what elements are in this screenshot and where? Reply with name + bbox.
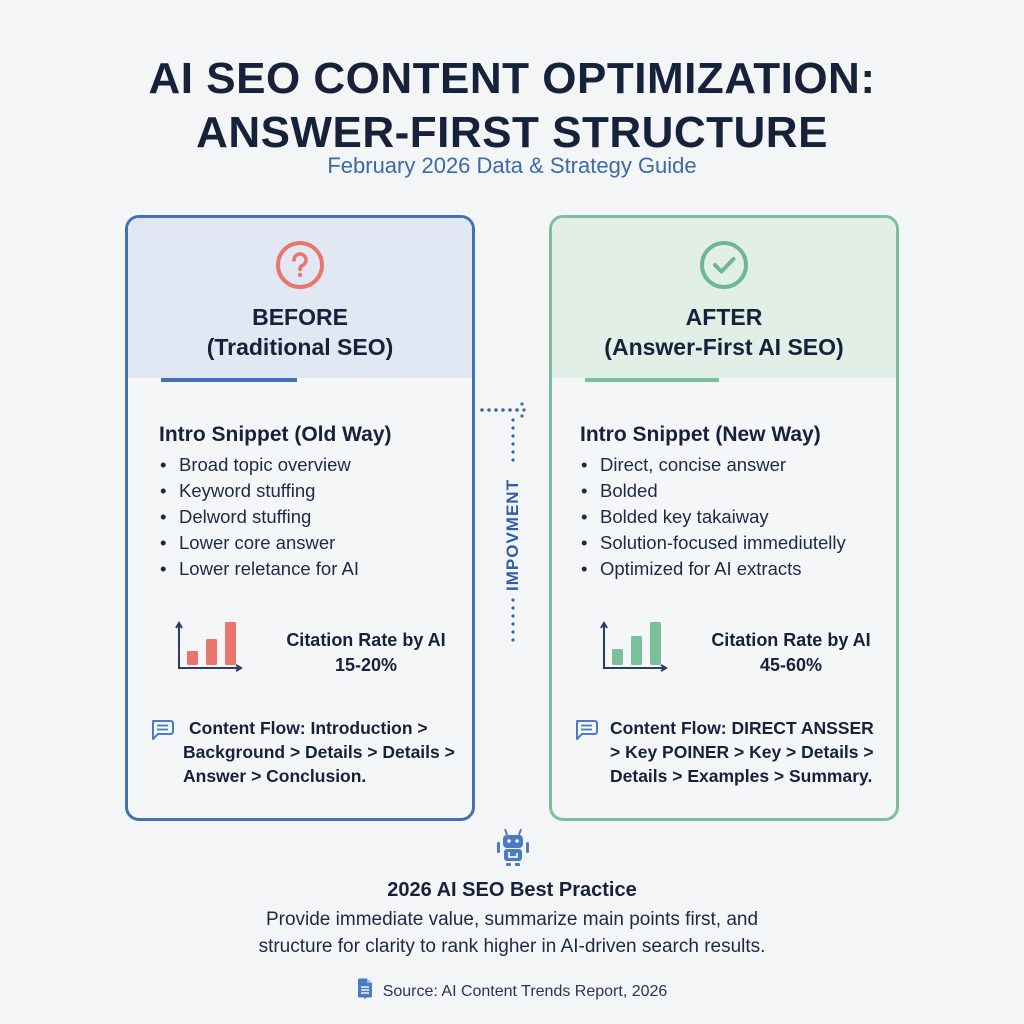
before-flow-text: Content Flow: Introduction > <box>150 716 460 740</box>
source-citation: Source: AI Content Trends Report, 2026 <box>0 978 1024 1001</box>
bullet-item: Bolded <box>581 478 846 504</box>
page-subtitle: February 2026 Data & Strategy Guide <box>327 153 697 178</box>
before-content-flow: Content Flow: Introduction > Background … <box>150 716 460 788</box>
best-practice-line: Provide immediate value, summarize main … <box>265 909 759 930</box>
question-circle-icon <box>276 241 324 289</box>
before-bullet-list: Broad topic overview Keyword stuffing De… <box>160 452 359 582</box>
after-underline <box>585 378 719 382</box>
metric-label: Citation Rate by AI <box>286 630 446 650</box>
best-practice-line: structure for clarity to rank higher in … <box>258 936 766 957</box>
title-line-1: AI SEO CONTENT OPTIMIZATION: <box>148 54 876 103</box>
after-section-title: Intro Snippet (New Way) <box>580 423 821 446</box>
before-panel: BEFORE (Traditional SEO) Intro Snippet (… <box>125 215 475 821</box>
bar-chart-icon <box>600 621 668 672</box>
flow-line: > Key POINER > Key > Details > <box>610 742 874 762</box>
robot-icon <box>497 828 529 866</box>
source-text: Source: AI Content Trends Report, 2026 <box>382 983 668 1000</box>
flow-line: Background > Details > Details > <box>183 742 455 762</box>
metric-label: Citation Rate by AI <box>711 630 871 650</box>
before-label-subtitle: (Traditional SEO) <box>206 334 394 360</box>
before-label: BEFORE (Traditional SEO) <box>128 302 472 362</box>
flow-line: Content Flow: DIRECT ANSSER <box>610 718 874 738</box>
metric-value: 45-60% <box>759 655 823 675</box>
improvement-label: IMPOVMENT <box>503 479 522 591</box>
before-metric: Citation Rate by AI 15-20% <box>174 616 472 678</box>
dotted-arrow-icon <box>480 402 526 642</box>
after-label-title: AFTER <box>685 304 763 330</box>
bullet-item: Optimized for AI extracts <box>581 556 846 582</box>
after-bullet-list: Direct, concise answer Bolded Bolded key… <box>581 452 846 582</box>
document-icon <box>357 978 372 1000</box>
flow-line: Content Flow: Introduction > <box>189 718 428 738</box>
bar-chart-icon <box>175 621 243 672</box>
best-practice-text: Provide immediate value, summarize main … <box>0 906 1024 960</box>
chat-bubble-icon <box>152 720 174 740</box>
before-panel-header: BEFORE (Traditional SEO) <box>128 218 472 378</box>
flow-line: Answer > Conclusion. <box>183 766 367 786</box>
best-practice-title: 2026 AI SEO Best Practice <box>387 879 637 901</box>
page-title: AI SEO CONTENT OPTIMIZATION: ANSWER-FIRS… <box>0 52 1024 160</box>
before-section-title: Intro Snippet (Old Way) <box>159 423 392 446</box>
check-circle-icon <box>700 241 748 289</box>
metric-value: 15-20% <box>334 655 398 675</box>
after-label: AFTER (Answer-First AI SEO) <box>552 302 896 362</box>
before-label-title: BEFORE <box>252 304 348 330</box>
bullet-item: Broad topic overview <box>160 452 359 478</box>
bullet-item: Direct, concise answer <box>581 452 846 478</box>
before-underline <box>161 378 297 382</box>
after-panel-header: AFTER (Answer-First AI SEO) <box>552 218 896 378</box>
after-metric-text: Citation Rate by AI 45-60% <box>691 628 891 678</box>
bullet-item: Bolded key takaiway <box>581 504 846 530</box>
bullet-item: Lower reletance for AI <box>160 556 359 582</box>
bullet-item: Keyword stuffing <box>160 478 359 504</box>
title-line-2: ANSWER-FIRST STRUCTURE <box>196 108 828 157</box>
after-metric: Citation Rate by AI 45-60% <box>599 616 896 678</box>
after-label-subtitle: (Answer-First AI SEO) <box>604 334 844 360</box>
before-metric-text: Citation Rate by AI 15-20% <box>266 628 466 678</box>
after-content-flow: Content Flow: DIRECT ANSSER > Key POINER… <box>574 716 884 788</box>
bullet-item: Solution-focused immediutelly <box>581 530 846 556</box>
flow-line: Details > Examples > Summary. <box>610 766 873 786</box>
bullet-item: Lower core answer <box>160 530 359 556</box>
after-panel: AFTER (Answer-First AI SEO) Intro Snippe… <box>549 215 899 821</box>
bullet-item: Delword stuffing <box>160 504 359 530</box>
chat-bubble-icon <box>576 720 598 740</box>
